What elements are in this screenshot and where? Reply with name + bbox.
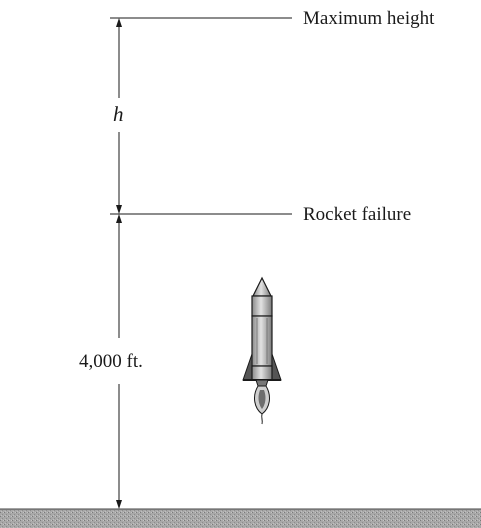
distance-label: 4,000 ft. <box>79 351 143 372</box>
ground <box>0 509 481 528</box>
rocket-icon <box>242 276 282 387</box>
h-label: h <box>113 102 124 126</box>
exhaust-flame-icon <box>254 385 270 425</box>
h-top-arrowhead <box>116 18 122 27</box>
rocket-failure-label: Rocket failure <box>303 204 411 225</box>
max-height-label: Maximum height <box>303 8 435 29</box>
distance-bottom-arrowhead <box>116 500 122 509</box>
h-bottom-arrowhead <box>116 205 122 214</box>
